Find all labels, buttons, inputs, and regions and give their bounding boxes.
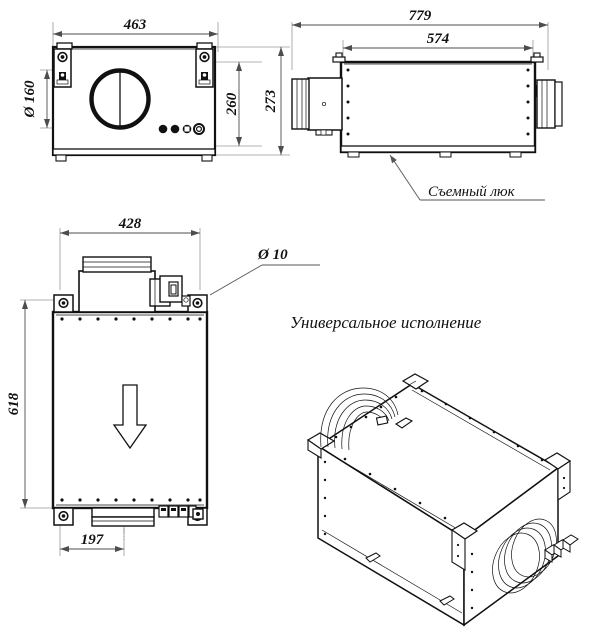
- dimension-160: Ø 160: [22, 70, 50, 128]
- dimension-160-label: Ø 160: [22, 80, 38, 119]
- isometric-foot: [365, 552, 455, 606]
- side-body: [339, 60, 537, 158]
- dimension-428-label: 428: [118, 216, 142, 232]
- isometric-title: Универсальное исполнение: [290, 313, 482, 332]
- side-duct-left: [291, 77, 343, 136]
- dimension-779: 779: [292, 8, 548, 28]
- dimension-260: 260: [224, 62, 242, 146]
- front-bracket-left: [53, 42, 73, 88]
- dimension-hole-10: Ø 10: [209, 247, 320, 296]
- dimension-618-label: 618: [6, 392, 22, 415]
- front-connectors: [158, 123, 205, 135]
- isometric-tab: [394, 417, 414, 429]
- dimension-618: 618: [6, 300, 28, 508]
- isometric-duct-right: [492, 518, 557, 594]
- dimension-197-label: 197: [81, 532, 104, 548]
- plan-connectors: [158, 505, 204, 520]
- hatch-annotation: Съемный люк: [389, 154, 545, 201]
- plan-rivets-bottom: [60, 498, 202, 502]
- dimension-10-label: Ø 10: [257, 247, 288, 263]
- dimension-463-label: 463: [123, 17, 147, 33]
- plan-bracket-top-right: [187, 294, 208, 313]
- plan-rivets-top: [60, 317, 202, 321]
- dimension-779-label: 779: [409, 8, 432, 24]
- dimension-574-label: 574: [427, 31, 450, 47]
- dimension-574: 574: [343, 31, 533, 51]
- dimension-273-label: 273: [263, 89, 279, 113]
- isometric-rivets-left: [323, 460, 327, 536]
- isometric-brackets: [306, 373, 572, 571]
- side-elevation-view: 779 574: [291, 8, 563, 201]
- hatch-note-label: Съемный люк: [428, 184, 516, 200]
- side-duct-right: [536, 79, 563, 129]
- isometric-bracket-right: [543, 452, 572, 502]
- airflow-arrow: [112, 384, 148, 450]
- plan-duct-assembly: [78, 256, 191, 313]
- front-duct-flange: [89, 68, 151, 130]
- isometric-bracket-front: [450, 522, 479, 571]
- top-plan-view: 428 618 197 Ø 10: [6, 216, 320, 556]
- isometric-body: [316, 383, 560, 627]
- isometric-duct-left: [320, 387, 399, 451]
- dimension-260-label: 260: [224, 92, 240, 116]
- dimension-197: 197: [60, 532, 124, 552]
- dimension-273: 273: [263, 47, 284, 155]
- isometric-rivets-top: [334, 389, 544, 520]
- front-bracket-right: [195, 42, 214, 88]
- isometric-view: Универсальное исполнение: [290, 313, 579, 627]
- isometric-bracket-back: [401, 373, 430, 390]
- plan-bracket-bottom-left: [53, 507, 74, 526]
- dimension-463: 463: [53, 17, 218, 37]
- dimension-428: 428: [60, 216, 200, 236]
- plan-bracket-top-left: [53, 294, 74, 313]
- front-elevation-view: 463 Ø 160 260 273: [22, 17, 290, 162]
- isometric-rivets-right: [470, 552, 474, 610]
- isometric-connectors: [544, 534, 579, 563]
- plan-duct-bottom: [91, 507, 155, 527]
